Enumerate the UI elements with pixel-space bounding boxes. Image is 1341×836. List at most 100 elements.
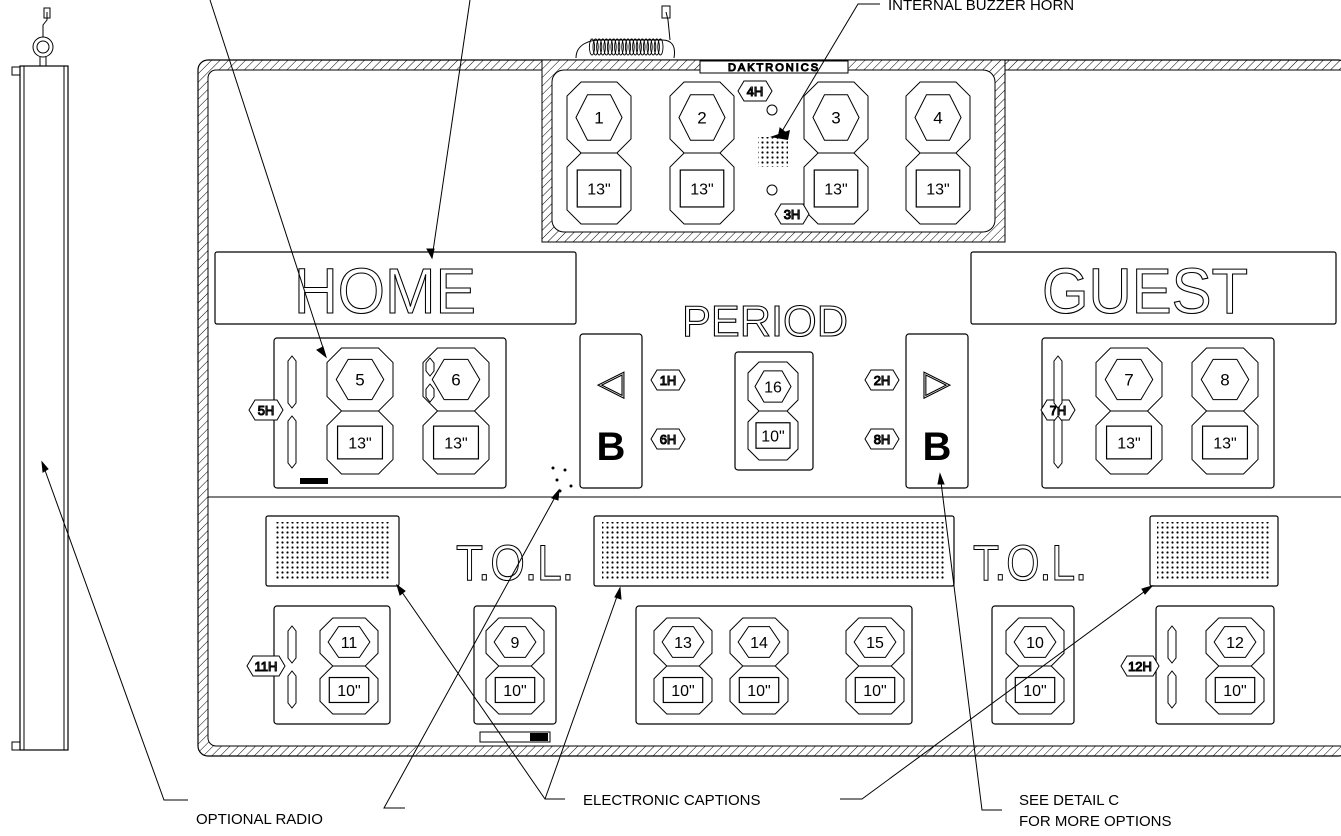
- callout-buzzer-horn: INTERNAL BUZZER HORN: [888, 0, 1074, 14]
- indicator-bar: [287, 625, 297, 709]
- period-caption: PERIOD: [682, 297, 848, 346]
- leader-home-digit: [209, 0, 327, 358]
- power-plug-icon: [43, 7, 51, 19]
- digit-number-2: 2: [697, 109, 706, 128]
- callout-optional-radio: OPTIONAL RADIO: [196, 811, 323, 828]
- leader-caption-center: [544, 587, 621, 800]
- indicator-label-h11: 11H: [255, 659, 278, 674]
- indicator-label-h8: 8H: [874, 432, 891, 447]
- left-bonus-letter: B: [597, 425, 626, 469]
- coil-turns: [588, 38, 664, 56]
- callout-electronic-captions: ELECTRONIC CAPTIONS: [583, 792, 761, 809]
- side-view-bracket-top: [11, 66, 21, 76]
- guest-caption: GUEST: [1042, 255, 1248, 327]
- bottom-label-plate: [479, 731, 551, 743]
- digit-number-11: 11: [341, 635, 358, 652]
- right-possession-panel: [905, 333, 969, 489]
- power-cord: [42, 12, 48, 37]
- indicator-bar: [1053, 355, 1063, 469]
- indicator-label-h4: 4H: [747, 84, 764, 99]
- center-electronic-caption-grid: [602, 522, 946, 580]
- digit-size-7: 13": [1117, 436, 1140, 453]
- home-caption-panel: [214, 251, 577, 325]
- indicator-bar: [1167, 625, 1177, 709]
- digit-module-1: 1 13": [566, 81, 632, 225]
- digit-size-10: 10": [1023, 683, 1046, 700]
- digit-size-11: 10": [337, 683, 360, 700]
- digit-size-8: 13": [1213, 436, 1236, 453]
- side-view-bracket-bottom: [11, 741, 21, 751]
- brand-label: DAKTRONICS: [728, 62, 820, 74]
- digit-size-2: 13": [690, 182, 713, 199]
- leader-home-caption: [431, 0, 471, 259]
- digit-size-9: 10": [503, 683, 526, 700]
- right-possession-arrow-icon: ▷: [924, 364, 951, 402]
- side-view: [11, 7, 69, 751]
- top-cable-coil: [575, 39, 675, 59]
- indicator-h12: 12H: [1120, 655, 1160, 677]
- leader-detail-c: [939, 473, 1002, 811]
- digit-size-3: 13": [824, 182, 847, 199]
- digit-number-8: 8: [1220, 371, 1229, 390]
- indicator-h4: 4H: [737, 80, 773, 102]
- tol-right-caption: T.O.L.: [973, 535, 1087, 591]
- lamp-3h: [766, 184, 778, 196]
- indicator-label-h2: 2H: [874, 373, 891, 388]
- digit-layer: 113"213"313"413"513"613"713"813"1610"910…: [319, 81, 1265, 715]
- digit-module-2: 2 13": [669, 81, 735, 225]
- right-electronic-caption-grid: [1157, 522, 1271, 580]
- tol-left-caption: T.O.L.: [456, 535, 574, 591]
- digit-size-13: 10": [671, 683, 694, 700]
- digit-number-6: 6: [451, 371, 460, 390]
- buzzer-horn-grille: [758, 137, 788, 167]
- indicator-bar: [287, 355, 297, 469]
- digit-number-10: 10: [1026, 635, 1044, 652]
- digit-size-1: 13": [587, 182, 610, 199]
- digit-number-12: 12: [1226, 635, 1244, 652]
- leader-lines: [41, 0, 1154, 811]
- digit-module-3: 313": [803, 81, 869, 225]
- brand-plate: [699, 60, 849, 74]
- right-bonus-letter: B: [923, 425, 952, 469]
- digit-size-16: 10": [761, 429, 784, 446]
- leader-buzzer-horn: [777, 3, 880, 139]
- digit-module-7: 7 13": [1095, 347, 1163, 475]
- digit-number-5: 5: [355, 371, 364, 390]
- main-board: DAKTRONICS HOME GUEST PERIOD ◁ B ▷ B: [197, 5, 1341, 757]
- digit-module-11: 11 10": [319, 617, 379, 715]
- digit-size-15: 10": [863, 683, 886, 700]
- digit-number-16: 16: [764, 380, 782, 397]
- digit-module-13: 13 10": [653, 617, 713, 715]
- leader-optional-radio: [383, 489, 560, 809]
- leader-caption-right: [840, 585, 1153, 800]
- guest-caption-panel: [970, 251, 1337, 325]
- digit-number-13: 13: [674, 635, 692, 652]
- indicator-label-h6: 6H: [660, 432, 677, 447]
- indicator-h3: 3H: [774, 203, 810, 225]
- digit-module-8: 8 13": [1191, 347, 1259, 475]
- digit-module-5: 513": [326, 347, 394, 475]
- home-caption: HOME: [294, 255, 476, 327]
- indicator-bar-layer: [287, 355, 1177, 709]
- indicator-bar: [425, 357, 435, 403]
- indicator-h5: 5H: [248, 399, 284, 421]
- indicator-h8: 8H: [864, 428, 900, 450]
- indicator-label-h1: 1H: [660, 373, 677, 388]
- digit-size-4: 13": [926, 182, 949, 199]
- digit-number-9: 9: [511, 635, 520, 652]
- digit-number-1: 1: [594, 109, 603, 128]
- top-power-plug-icon: [661, 5, 671, 19]
- digit-number-4: 4: [933, 109, 942, 128]
- power-cord-coil: [32, 36, 54, 58]
- leader-side-view: [41, 461, 188, 801]
- indicator-h6: 6H: [650, 428, 686, 450]
- digit-number-7: 7: [1124, 371, 1133, 390]
- callout-detail-c-line1: SEE DETAIL C: [1019, 792, 1119, 809]
- left-electronic-caption-grid: [274, 522, 391, 580]
